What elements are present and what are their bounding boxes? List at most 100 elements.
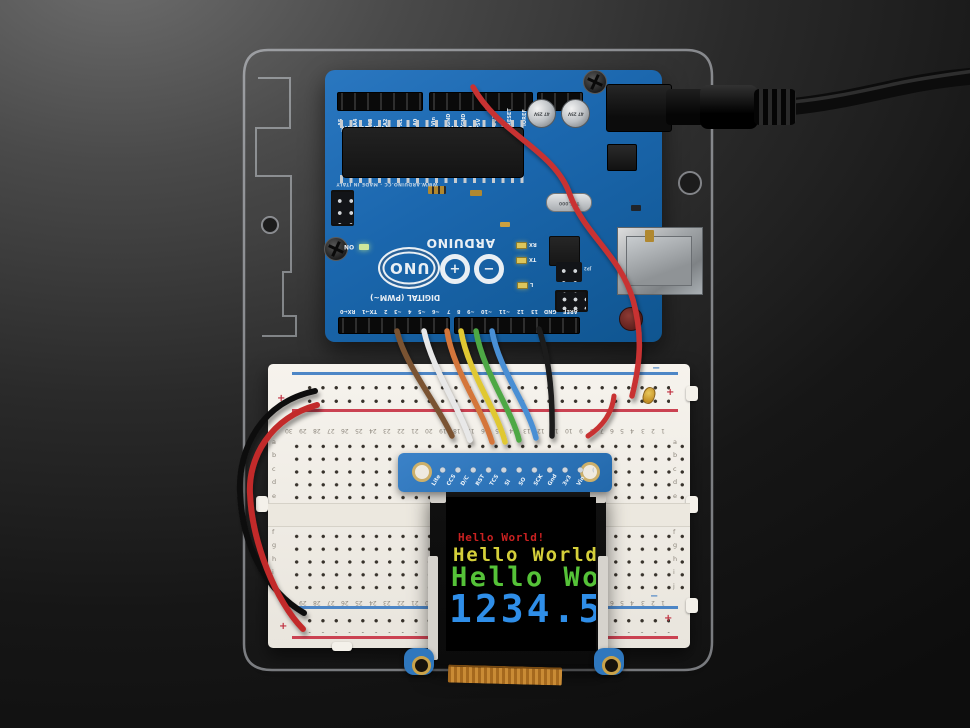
display-frame-rail-right bbox=[598, 556, 608, 660]
screen-line-2: Hello World bbox=[453, 544, 596, 566]
column-number: 6 bbox=[609, 427, 614, 434]
l-led bbox=[517, 282, 528, 289]
column-number: 29 bbox=[299, 599, 307, 606]
column-number: 10 bbox=[565, 427, 573, 434]
row-letter: d bbox=[272, 478, 277, 487]
digital-pin-label: ~6 bbox=[432, 308, 441, 314]
crystal-oscillator: T16.000 bbox=[546, 193, 592, 212]
column-number: 29 bbox=[299, 427, 307, 434]
row-letter: j bbox=[673, 581, 675, 590]
breadboard-tab-right-3 bbox=[686, 598, 698, 613]
row-letter: a bbox=[673, 438, 677, 446]
column-number: 30 bbox=[285, 427, 293, 434]
column-number: 18 bbox=[453, 427, 461, 434]
breadboard-tab-left bbox=[256, 496, 268, 512]
on-led bbox=[359, 244, 369, 250]
row-letter: e bbox=[673, 491, 677, 500]
dc-barrel-jack bbox=[606, 84, 672, 132]
rx-led bbox=[516, 242, 527, 249]
digital-pin-label: 13 bbox=[530, 308, 538, 314]
column-number: 24 bbox=[369, 427, 377, 434]
dc-plug-strain-relief bbox=[754, 89, 796, 125]
display-mount-hole-br bbox=[602, 656, 621, 675]
digital-header-right bbox=[454, 317, 580, 334]
tx-led bbox=[516, 257, 527, 264]
column-number: 12 bbox=[537, 427, 545, 434]
column-number: 19 bbox=[439, 427, 447, 434]
digital-pin-label: AREF bbox=[563, 308, 578, 314]
digital-pin-label: ~11 bbox=[499, 308, 511, 314]
display-flex-cable bbox=[447, 664, 563, 686]
plus-mark-bottom-left: + bbox=[279, 621, 288, 632]
row-letter: i bbox=[272, 568, 274, 577]
row-letter: i bbox=[673, 568, 675, 577]
row-letter: f bbox=[673, 528, 676, 536]
column-number: 4 bbox=[630, 427, 635, 434]
silk-l: L bbox=[530, 281, 534, 287]
logo-minus: − bbox=[483, 261, 495, 277]
column-number: 2 bbox=[650, 427, 655, 434]
column-number: 13 bbox=[523, 427, 531, 434]
silk-on: ON bbox=[344, 243, 355, 250]
digital-pin-label: TX→1 bbox=[362, 308, 377, 314]
row-letter: g bbox=[673, 541, 678, 550]
column-number: 16 bbox=[481, 427, 489, 434]
column-number: 28 bbox=[313, 427, 321, 434]
row-letter: f bbox=[272, 528, 275, 536]
screen-line-1: Hello World! bbox=[458, 531, 545, 544]
plate-hole-left bbox=[261, 216, 279, 234]
row-letter: b bbox=[272, 451, 277, 460]
column-number: 22 bbox=[397, 599, 405, 606]
column-number: 27 bbox=[327, 599, 335, 606]
atmega328-chip bbox=[342, 127, 524, 178]
silk-jp2: JP2 bbox=[584, 266, 592, 271]
column-number: 30 bbox=[285, 599, 293, 606]
digital-pin-label: GND bbox=[544, 308, 557, 314]
analog-header bbox=[337, 92, 423, 111]
capacitor-2-label: 47 25V bbox=[567, 111, 584, 117]
column-number: 21 bbox=[411, 427, 419, 434]
usb-connector-face bbox=[626, 236, 692, 286]
column-number: 15 bbox=[495, 427, 503, 434]
digital-pin-label: 2 bbox=[383, 308, 388, 314]
column-number: 23 bbox=[383, 599, 391, 606]
plate-screw-topright bbox=[583, 70, 607, 94]
capacitor-2: 47 25V bbox=[561, 99, 590, 128]
column-number: 22 bbox=[397, 427, 405, 434]
mcu-legs-bottom bbox=[340, 175, 524, 183]
column-number: 1 bbox=[660, 427, 665, 434]
display-frame-rail-left bbox=[428, 556, 438, 660]
dc-plug-body bbox=[700, 85, 758, 129]
column-number: 17 bbox=[467, 427, 475, 434]
column-number: 26 bbox=[341, 427, 349, 434]
smd-resistors-1 bbox=[428, 186, 446, 194]
plus-mark-bottom-right: + bbox=[664, 613, 673, 624]
column-number: 27 bbox=[327, 427, 335, 434]
column-number: 6 bbox=[609, 599, 614, 606]
row-letter: j bbox=[272, 581, 274, 590]
digital-pin-label: RX←0 bbox=[340, 308, 356, 314]
digital-pin-label: ~5 bbox=[418, 308, 426, 314]
smd-resistors-2 bbox=[470, 190, 482, 196]
row-letter: g bbox=[272, 541, 277, 550]
dc-plug-tip bbox=[666, 89, 704, 125]
display-mount-hole-bl bbox=[412, 656, 431, 675]
column-number: 8 bbox=[589, 427, 594, 434]
icsp2-pads bbox=[556, 262, 582, 282]
silk-rx: RX bbox=[529, 241, 537, 247]
smd-part-4 bbox=[631, 205, 641, 211]
column-number: 5 bbox=[620, 427, 624, 434]
column-number: 3 bbox=[640, 599, 645, 606]
breadboard-tab-right-1 bbox=[686, 386, 698, 401]
smd-part-5 bbox=[645, 230, 654, 242]
plate-notch-cutout bbox=[255, 77, 297, 337]
digital-pin-label: ~10 bbox=[481, 308, 493, 314]
row-letter: b bbox=[673, 451, 678, 460]
reset-button bbox=[619, 307, 643, 331]
icsp-header-left bbox=[331, 190, 354, 226]
top-rail-blue-line bbox=[292, 372, 678, 375]
column-number: 25 bbox=[355, 599, 363, 606]
